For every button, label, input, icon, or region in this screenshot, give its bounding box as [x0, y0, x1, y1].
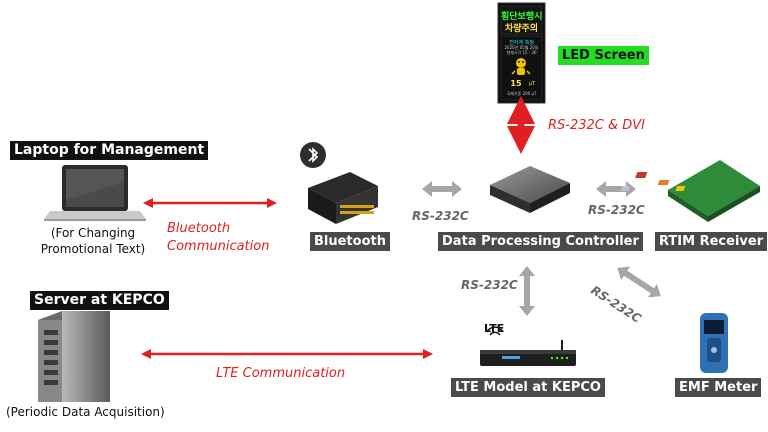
- screen-text-line2: 차량주의: [504, 24, 539, 34]
- emf-meter-device: [700, 313, 728, 373]
- controller-emf-arrow: [617, 266, 661, 298]
- rs232-label-down: RS-232C: [461, 278, 518, 292]
- screen-unit: μT: [528, 81, 536, 87]
- screen-text-line5: 현재시각 15 : 30: [506, 50, 537, 55]
- laptop-icon: [44, 165, 146, 221]
- signal-icon: [486, 326, 504, 333]
- rtim-label: RTIM Receiver: [655, 232, 768, 251]
- robot-mascot-icon: [511, 58, 531, 75]
- controller-rtim-arrow: [596, 181, 636, 197]
- rs232-label-left: RS-232C: [412, 209, 469, 223]
- lte-model-label: LTE Model at KEPCO: [451, 378, 605, 397]
- lte-modem-device: [480, 326, 576, 366]
- screen-text-line4: 2020년 05월 20일: [504, 45, 539, 50]
- controller-lte-arrow: [519, 266, 535, 316]
- laptop-note-1: (For Changing: [50, 226, 136, 240]
- laptop-note-2: Promotional Text): [40, 242, 146, 256]
- rs232-label-right: RS-232C: [588, 203, 645, 217]
- screen-text-line3: 전자계 측정: [509, 40, 534, 46]
- bt-controller-arrow: [422, 181, 462, 197]
- screen-value: 15: [510, 79, 522, 88]
- rtim-board: [620, 160, 760, 222]
- bluetooth-icon: [308, 147, 319, 163]
- emf-label: EMF Meter: [675, 378, 762, 397]
- lte-badge-label: LTE: [484, 322, 505, 335]
- server-note: (Periodic Data Acquisition): [6, 405, 165, 419]
- bluetooth-device: [300, 142, 378, 224]
- server-icon: [38, 311, 110, 402]
- screen-text-line6: 국제기준 200 μT: [506, 91, 537, 96]
- bluetooth-comm-label-1: Bluetooth: [167, 221, 231, 236]
- controller-device: [490, 166, 570, 213]
- controller-label: Data Processing Controller: [438, 232, 643, 251]
- bluetooth-label: Bluetooth: [310, 232, 390, 251]
- screen-text-line1: 횡단보행시: [501, 12, 543, 22]
- bluetooth-comm-label-2: Communication: [167, 239, 270, 254]
- led-screen-device: [497, 2, 546, 107]
- lte-comm-label: LTE Communication: [216, 366, 346, 381]
- laptop-label: Laptop for Management: [10, 141, 209, 160]
- server-label: Server at KEPCO: [30, 291, 169, 310]
- led-screen-label: LED Screen: [558, 46, 649, 65]
- rs232-dvi-label: RS-232C & DVI: [548, 118, 646, 133]
